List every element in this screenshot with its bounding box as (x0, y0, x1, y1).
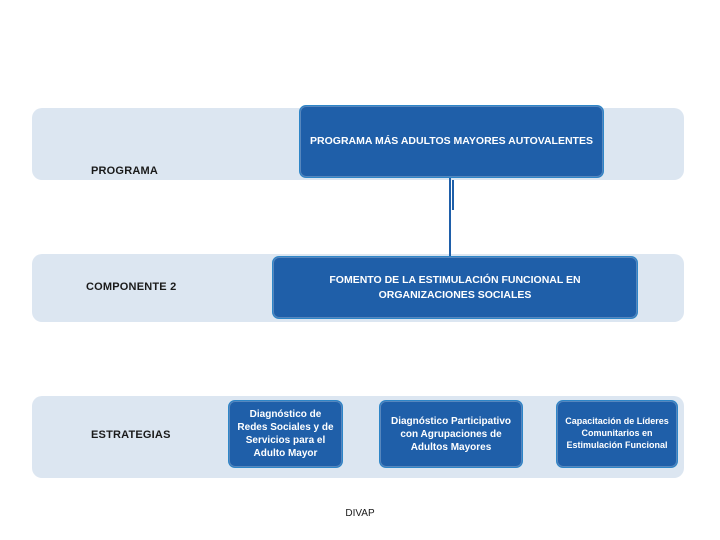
strategy-box-2: Diagnóstico Participativo con Agrupacion… (379, 400, 523, 468)
footer-label: DIVAP (345, 508, 375, 519)
connector-line-accent (452, 180, 454, 210)
row-label-estrategias: ESTRATEGIAS (91, 429, 171, 441)
strategy-box-1: Diagnóstico de Redes Sociales y de Servi… (228, 400, 343, 468)
row-label-componente: COMPONENTE 2 (86, 281, 177, 293)
strategy-box-3: Capacitación de Líderes Comunitarios en … (556, 400, 678, 468)
program-box: PROGRAMA MÁS ADULTOS MAYORES AUTOVALENTE… (299, 105, 604, 178)
connector-line-vertical (449, 178, 451, 256)
component-box: FOMENTO DE LA ESTIMULACIÓN FUNCIONAL EN … (272, 256, 638, 319)
row-label-programa: PROGRAMA (91, 165, 158, 177)
